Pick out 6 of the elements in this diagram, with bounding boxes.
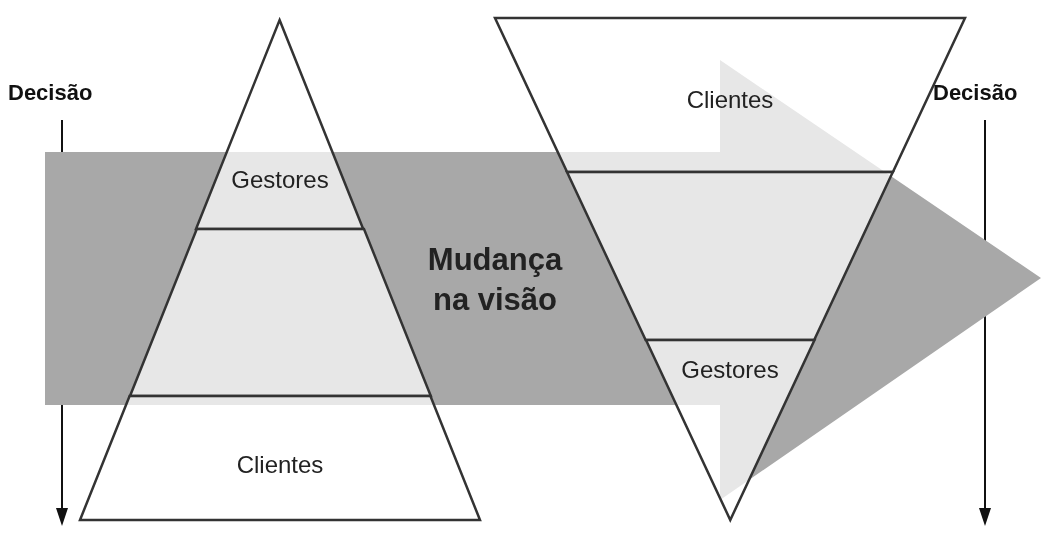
axis-label: Decisão <box>933 80 1018 106</box>
section-label: Gestores <box>680 356 780 384</box>
section-label: Clientes <box>235 451 325 479</box>
arrow-label: Mudança na visão <box>426 241 564 320</box>
axis-label: Decisão <box>8 80 93 106</box>
section-label: Gestores <box>230 166 330 194</box>
